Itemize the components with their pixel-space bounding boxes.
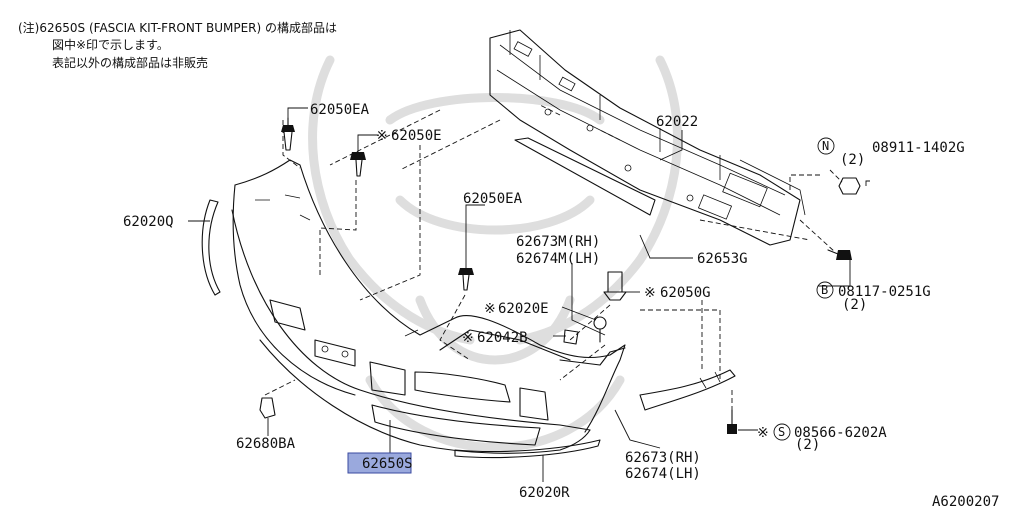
circle-n-icon <box>817 137 835 155</box>
side-bracket <box>639 369 736 411</box>
lower-lip-strip <box>454 439 601 459</box>
label-62650s[interactable]: 62650S <box>362 456 413 472</box>
energy-absorber <box>514 137 656 216</box>
circle-s-letter: S <box>778 425 785 439</box>
label-08117: 08117-0251G <box>838 284 931 300</box>
asterisk-mark: ※ <box>376 128 388 144</box>
label-08911: 08911-1402G <box>872 140 965 156</box>
small-bracket <box>259 397 276 419</box>
label-62042b: 62042B <box>477 330 528 346</box>
asterisk-mark: ※ <box>462 330 474 346</box>
label-62673m: 62673M(RH) <box>516 234 600 250</box>
label-62022: 62022 <box>656 114 698 130</box>
note-line-3: 表記以外の構成部品は非販売 <box>52 55 208 70</box>
screw-08566 <box>727 409 737 434</box>
label-62050ea-mid: 62050EA <box>463 191 523 207</box>
asterisk-mark: ※ <box>757 425 769 441</box>
leader-lines <box>188 107 870 482</box>
clip-62050ea-top <box>281 117 295 151</box>
clip-62050e <box>350 152 366 177</box>
bumper-fascia <box>231 159 626 454</box>
label-62050e: 62050E <box>391 128 442 144</box>
label-62674m: 62674M(LH) <box>516 251 600 267</box>
label-08117-qty: (2) <box>842 297 867 313</box>
label-08911-qty: (2) <box>840 152 865 168</box>
label-62020r: 62020R <box>519 485 570 501</box>
label-08566-qty: (2) <box>795 437 820 453</box>
label-62020q: 62020Q <box>123 214 174 230</box>
clip-62042b <box>563 329 579 345</box>
highlight-box <box>347 452 412 474</box>
circle-b-letter: B <box>821 283 828 297</box>
assembly-lines <box>264 104 843 410</box>
asterisk-mark: ※ <box>484 301 496 317</box>
note-line-2: 図中※印で示します。 <box>52 37 169 52</box>
nut-08911 <box>838 177 861 195</box>
label-62050g: 62050G <box>660 285 711 301</box>
label-62680ba: 62680BA <box>236 436 296 452</box>
label-62020e: 62020E <box>498 301 549 317</box>
label-62674: 62674(LH) <box>625 466 701 482</box>
label-08566: 08566-6202A <box>794 425 887 441</box>
bolt-08117 <box>827 249 852 260</box>
diagram-id: A6200207 <box>932 494 999 510</box>
fastener-62050g <box>603 271 627 301</box>
clip-62020e <box>593 316 607 343</box>
circle-n-letter: N <box>822 139 829 153</box>
reinforcement-beam <box>489 29 806 246</box>
clip-62050ea-mid <box>458 268 474 291</box>
watermark-emblem <box>308 55 682 452</box>
label-62653g: 62653G <box>697 251 748 267</box>
asterisk-mark: ※ <box>644 285 656 301</box>
label-62050ea-top: 62050EA <box>310 102 370 118</box>
circle-s-icon <box>773 423 791 441</box>
note-line-1: (注)62650S (FASCIA KIT-FRONT BUMPER) の構成部… <box>18 20 337 35</box>
circle-b-icon <box>816 281 834 299</box>
label-62673: 62673(RH) <box>625 450 701 466</box>
molding-left <box>201 199 221 296</box>
